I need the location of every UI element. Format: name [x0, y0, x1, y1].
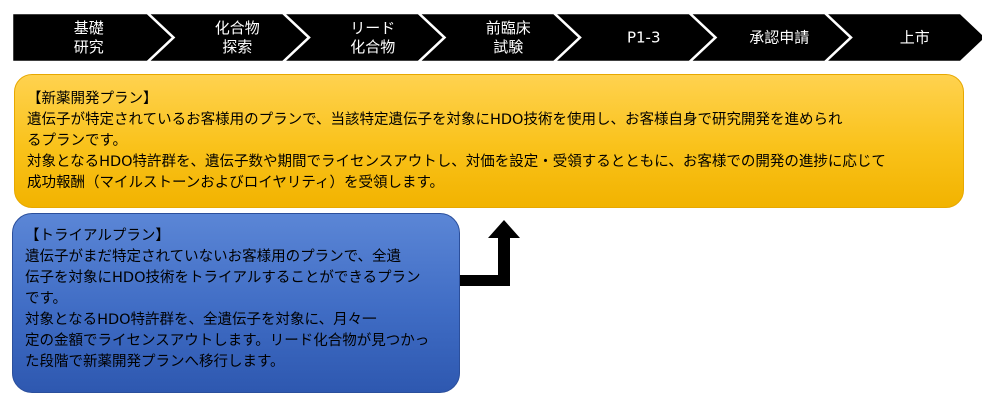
stage-chevron-7 [821, 11, 982, 64]
stage-label-5: P1-3 [627, 29, 661, 47]
stage-label-5-line-1: P1-3 [627, 29, 661, 47]
trial-plan-line-1: 遺伝子がまだ特定されていないお客様用のプランで、全遺 [25, 249, 401, 265]
stage-label-4: 前臨床試験 [486, 19, 531, 56]
new-drug-plan-line-4: 成功報酬（マイルストーンおよびロイヤリティ）を受領します。 [27, 175, 445, 191]
stage-label-2-line-2: 探索 [222, 38, 252, 56]
new-drug-plan-line-2: るプランです。 [27, 133, 128, 149]
new-drug-plan-title: 【新薬開発プラン】 [27, 91, 158, 107]
trial-plan-line-5: 定の金額でライセンスアウトします。リード化合物が見つかっ [25, 333, 430, 349]
trial-plan-line-2: 伝子を対象にHDO技術をトライアルすることができるプラン [25, 270, 421, 286]
stage-label-2-line-1: 化合物 [215, 19, 260, 37]
stage-label-1-line-2: 研究 [74, 38, 104, 56]
stage-label-3: リード化合物 [350, 19, 395, 56]
trial-plan-line-6: た段階で新薬開発プランへ移行します。 [25, 354, 285, 370]
stage-label-6: 承認申請 [749, 29, 809, 47]
stage-label-3-line-1: リード [350, 19, 395, 37]
new-drug-plan-line-1: 遺伝子が特定されているお客様用のプランで、当該特定遺伝子を対象にHDO技術を使用… [27, 112, 843, 128]
stage-label-6-line-1: 承認申請 [749, 29, 809, 47]
elbow-arrow-shape [460, 220, 520, 286]
trial-to-new-drug-arrow-icon [460, 220, 520, 286]
trial-plan-title: 【トライアルプラン】 [25, 228, 170, 244]
stage-label-7-line-1: 上市 [900, 29, 930, 47]
stage-label-3-line-2: 化合物 [350, 38, 395, 56]
stage-label-7: 上市 [900, 29, 930, 47]
stage-label-1: 基礎研究 [74, 19, 104, 56]
stage-label-2: 化合物探索 [215, 19, 260, 56]
stage-label-1-line-1: 基礎 [74, 19, 104, 37]
new-drug-plan-line-3: 対象となるHDO特許群を、遺伝子数や期間でライセンスアウトし、対価を設定・受領す… [27, 154, 886, 170]
new-drug-plan-box: 【新薬開発プラン】 遺伝子が特定されているお客様用のプランで、当該特定遺伝子を対… [14, 74, 964, 208]
stage-label-4-line-2: 試験 [493, 38, 523, 56]
trial-plan-line-4: 対象となるHDO特許群を、全遺伝子を対象に、月々一 [25, 312, 377, 328]
stage-label-4-line-1: 前臨床 [486, 19, 531, 37]
trial-plan-box: 【トライアルプラン】 遺伝子がまだ特定されていないお客様用のプランで、全遺 伝子… [12, 213, 460, 393]
trial-plan-line-3: です。 [25, 291, 68, 307]
